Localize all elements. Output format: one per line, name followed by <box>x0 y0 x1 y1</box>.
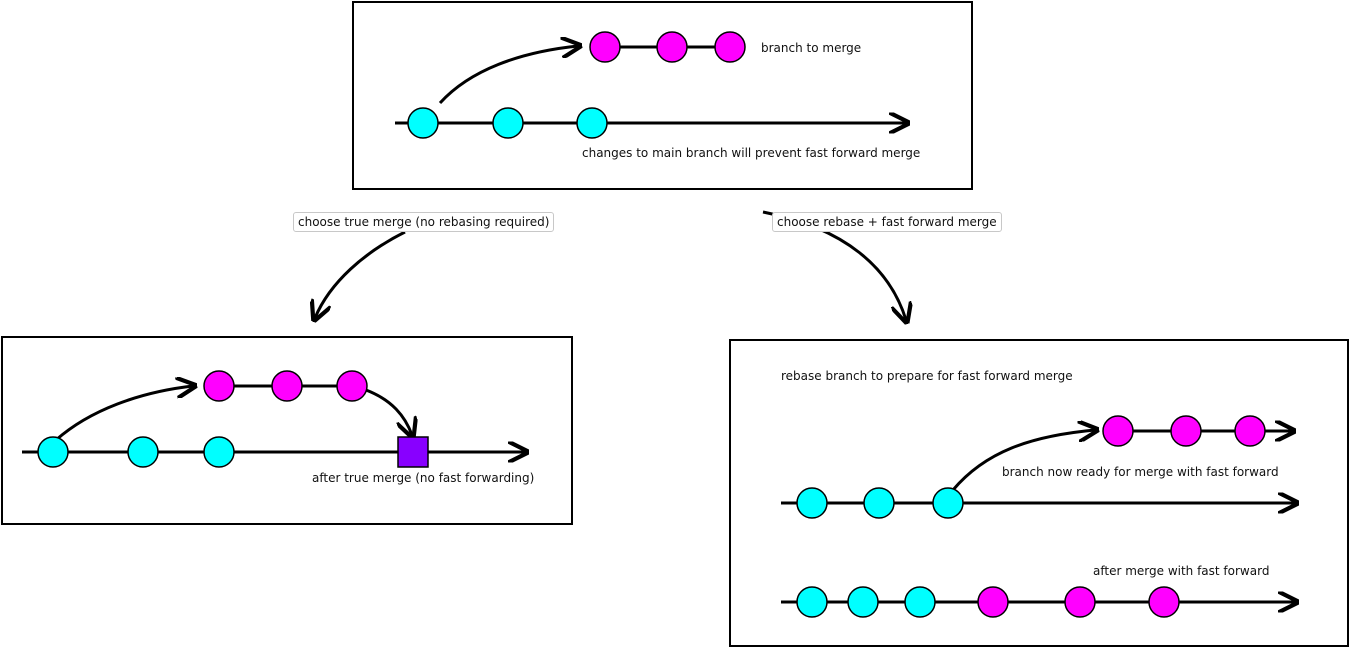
left-panel: after true merge (no fast forwarding) <box>1 336 573 525</box>
top-panel-frame <box>352 1 973 190</box>
choice-right-label: choose rebase + fast forward merge <box>772 212 1002 232</box>
choice-left-arrow <box>315 230 406 318</box>
left-main-commit-3 <box>203 436 235 468</box>
left-main-commit-2 <box>127 436 159 468</box>
right-final-commit-1 <box>796 586 828 618</box>
right-rebased-commit-3 <box>1234 415 1266 447</box>
right-final-commit-4 <box>977 586 1009 618</box>
choice-left-label: choose true merge (no rebasing required) <box>293 212 555 232</box>
left-merge-curve <box>365 388 412 435</box>
right-final-commit-3 <box>904 586 936 618</box>
left-panel-frame <box>1 336 573 525</box>
right-final-commit-2 <box>847 586 879 618</box>
top-panel: branch to merge changes to main branch w… <box>352 1 973 190</box>
left-merge-commit <box>397 436 429 468</box>
right-main-commit-1 <box>796 487 828 519</box>
top-branch-commit-3 <box>714 31 746 63</box>
right-rebased-curve <box>951 430 1095 491</box>
right-panel-title: rebase branch to prepare for fast forwar… <box>781 369 1073 383</box>
right-rebased-label: branch now ready for merge with fast for… <box>1002 465 1279 479</box>
right-panel: rebase branch to prepare for fast forwar… <box>729 339 1349 647</box>
top-main-commit-3 <box>576 107 608 139</box>
right-final-commit-5 <box>1064 586 1096 618</box>
right-final-commit-6 <box>1148 586 1180 618</box>
top-branch-label: branch to merge <box>761 41 861 55</box>
top-branch-commit-2 <box>656 31 688 63</box>
right-panel-frame <box>729 339 1349 647</box>
top-main-commit-2 <box>492 107 524 139</box>
left-branch-commit-2 <box>271 370 303 402</box>
right-rebased-commit-2 <box>1170 415 1202 447</box>
left-main-commit-1 <box>37 436 69 468</box>
top-branch-curve <box>438 46 578 105</box>
left-branch-commit-1 <box>203 370 235 402</box>
top-branch-commit-1 <box>589 31 621 63</box>
right-rebased-commit-1 <box>1102 415 1134 447</box>
top-main-label: changes to main branch will prevent fast… <box>582 146 920 160</box>
top-main-commit-1 <box>407 107 439 139</box>
left-caption: after true merge (no fast forwarding) <box>312 471 534 485</box>
right-final-label: after merge with fast forward <box>1093 564 1269 578</box>
left-branch-commit-3 <box>336 370 368 402</box>
right-main-commit-3 <box>932 487 964 519</box>
right-main-commit-2 <box>863 487 895 519</box>
left-branch-curve <box>55 386 193 442</box>
